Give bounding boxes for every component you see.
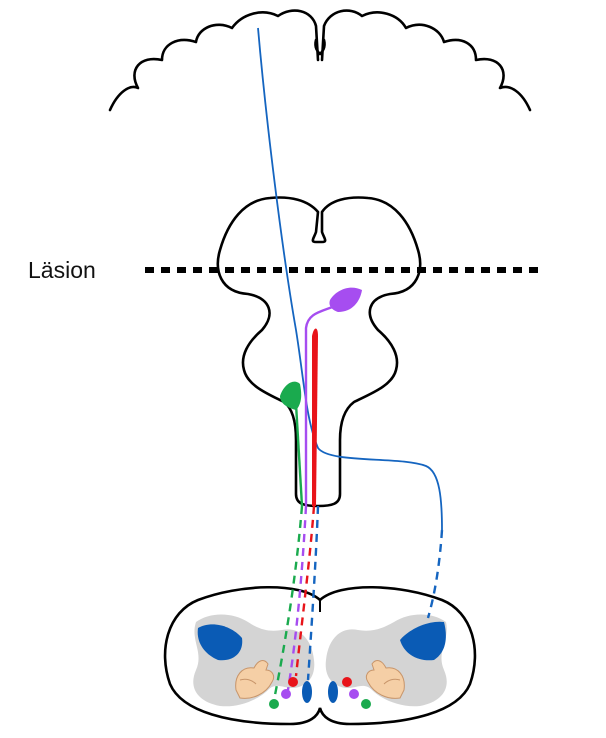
motor-nucleus-right: [400, 621, 446, 661]
purple-neuron-icon: [329, 287, 362, 312]
red-tract-dashed: [294, 505, 316, 677]
purple-tract-solid: [304, 302, 341, 506]
green-dot-left: [269, 699, 279, 709]
cortical-tract-solid: [257, 27, 443, 531]
red-dot-left: [288, 677, 298, 687]
purple-dot-left: [281, 689, 291, 699]
cortical-tract-dashed-right: [426, 529, 444, 619]
purple-tract-dashed: [286, 505, 308, 691]
green-tract-solid: [294, 403, 304, 507]
blue-column-left: [302, 681, 312, 703]
cortex-outline-icon: [108, 9, 532, 112]
motor-nucleus-left: [197, 624, 243, 661]
green-neuron-icon: [280, 381, 302, 410]
red-tract-solid: [312, 328, 318, 506]
cortical-tract-dashed-mid: [306, 505, 320, 681]
red-dot-right: [342, 677, 352, 687]
green-dot-right: [361, 699, 371, 709]
blue-column-right: [328, 681, 338, 703]
flexed-arm-icon-left: [235, 660, 275, 699]
flexed-arm-icon-right: [365, 660, 405, 699]
purple-dot-right: [349, 689, 359, 699]
brainstem-outline-icon: [216, 196, 422, 508]
lesion-label: Läsion: [28, 257, 96, 283]
